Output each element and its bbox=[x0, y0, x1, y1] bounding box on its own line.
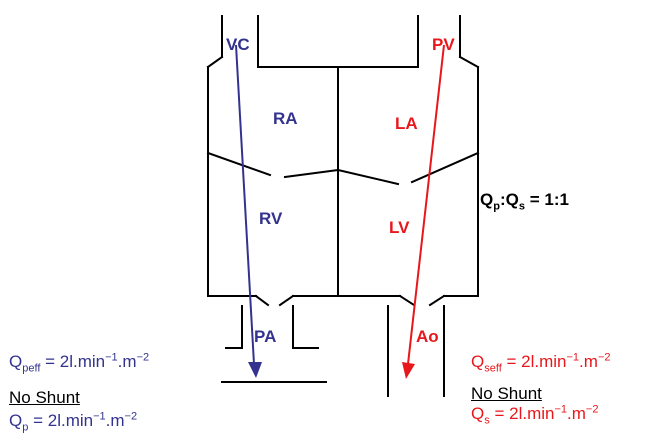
mitral-valve-right bbox=[410, 151, 480, 184]
label-la: LA bbox=[395, 114, 418, 133]
tricuspid-valve-left bbox=[206, 151, 272, 177]
flow-ratio: Qp:Qs = 1:1 bbox=[480, 190, 569, 213]
mitral-valve-left bbox=[336, 168, 400, 186]
tricuspid-valve-right bbox=[283, 168, 340, 179]
label-vc: VC bbox=[226, 35, 250, 54]
la-top-right bbox=[458, 55, 480, 69]
pulmonary-valve-left bbox=[254, 294, 270, 307]
qs-value: Qs = 2l.min−1.m−2 bbox=[471, 403, 599, 427]
blue-arrowhead bbox=[248, 362, 262, 378]
label-ra: RA bbox=[273, 109, 298, 128]
heart-outline bbox=[206, 15, 480, 397]
aortic-valve-left bbox=[398, 294, 416, 307]
label-ao: Ao bbox=[416, 327, 439, 346]
aortic-valve-right bbox=[428, 294, 446, 307]
pulmonary-venous-flow-arrow bbox=[402, 44, 445, 379]
right-no-shunt-label: No Shunt bbox=[471, 384, 542, 403]
pulmonary-valve-right bbox=[278, 294, 295, 307]
label-pa: PA bbox=[254, 327, 276, 346]
left-no-shunt-label: No Shunt bbox=[9, 388, 80, 407]
qseff-value: Qseff = 2l.min−1.m−2 bbox=[471, 351, 611, 375]
label-pv: PV bbox=[432, 35, 455, 54]
label-rv: RV bbox=[259, 209, 283, 228]
systemic-venous-flow-arrow bbox=[235, 44, 262, 378]
label-lv: LV bbox=[389, 218, 410, 237]
red-arrowhead bbox=[402, 362, 415, 379]
qp-value: Qp = 2l.min−1.m−2 bbox=[9, 410, 138, 434]
qpeff-value: Qpeff = 2l.min−1.m−2 bbox=[9, 351, 150, 375]
ra-top-left bbox=[206, 55, 224, 69]
